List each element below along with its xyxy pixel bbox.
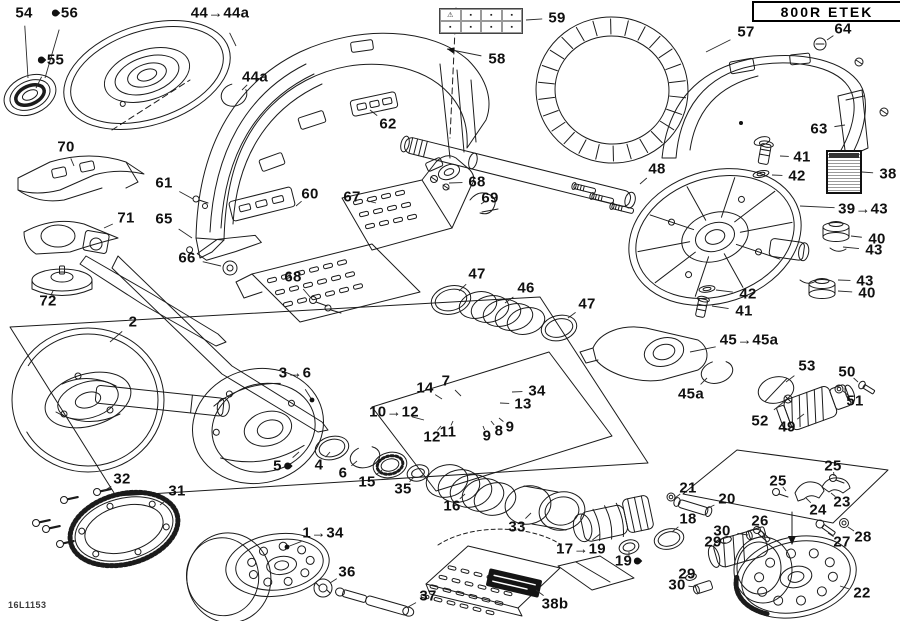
belt-guard-drawing <box>195 32 490 259</box>
rocker-arm-drawing <box>794 481 825 502</box>
mount-plate-67-drawing <box>235 155 499 323</box>
bolt-41-drawing <box>757 140 774 165</box>
shaft-drawing <box>400 135 636 209</box>
bracket-62-drawing <box>349 91 399 117</box>
pulley-22-drawing <box>733 535 857 619</box>
ring-gear-drawing <box>67 489 181 569</box>
fixed-sheave-drawing <box>11 327 165 473</box>
warning-triangle-icon: ⚠ <box>440 9 461 21</box>
pictogram-icon: ▪ <box>501 21 522 33</box>
pictogram-icon: ▪ <box>501 9 522 21</box>
sheave-disc-drawing <box>63 20 231 130</box>
driven-pulley-drawing <box>628 168 802 306</box>
warning-decal: ⚠▪▪▪▪▪▪▪ <box>439 8 523 34</box>
support-45-drawing <box>579 326 708 382</box>
roller-33-drawing <box>504 485 586 531</box>
sticker-38b-drawing <box>486 568 542 598</box>
washer-42-drawing <box>752 169 770 179</box>
governor-cup-drawing <box>572 495 654 543</box>
rocker-arm-drawing <box>821 477 851 494</box>
spring-16-drawing <box>425 464 517 516</box>
drive-belt-drawing <box>535 16 689 164</box>
pictogram-icon: ▪ <box>460 21 481 33</box>
studs-48-drawing <box>571 182 635 214</box>
heat-shield-drawing <box>420 528 635 617</box>
bracket-65-drawing <box>186 234 262 261</box>
clutch-drawing <box>186 532 330 621</box>
leader-lines <box>24 18 874 608</box>
model-title: 800R ETEK <box>752 1 900 22</box>
bracket-70-drawing <box>17 155 145 202</box>
pictogram-icon: ▪ <box>440 21 461 33</box>
plate-60-drawing <box>228 186 296 222</box>
down-arrow-icon <box>788 536 796 545</box>
cotter-pin-69-drawing <box>469 192 499 215</box>
pictogram-icon: ▪ <box>460 9 481 21</box>
mount-40-drawing <box>799 278 836 299</box>
inset-box-rockers <box>682 449 889 524</box>
drawing-code: 16L1153 <box>8 600 47 610</box>
actuator-49-drawing <box>776 384 856 431</box>
seal-ring-drawing <box>3 73 57 117</box>
bracket-71-drawing <box>23 220 329 433</box>
spring-46-drawing <box>458 291 546 335</box>
inset-box-main <box>9 296 649 497</box>
inset-box-lever <box>371 351 613 492</box>
sliding-sheave-drawing <box>191 367 325 485</box>
warning-text-label <box>826 150 862 194</box>
pin-37-drawing <box>335 587 415 617</box>
mount-40-drawing <box>822 221 850 252</box>
screws-32-drawing <box>32 487 112 548</box>
air-guard-drawing <box>661 37 889 159</box>
o-ring-44a-drawing <box>220 83 248 107</box>
pictogram-icon: ▪ <box>481 9 502 21</box>
pictogram-icon: ▪ <box>481 21 502 33</box>
damper-72-drawing <box>31 265 93 296</box>
